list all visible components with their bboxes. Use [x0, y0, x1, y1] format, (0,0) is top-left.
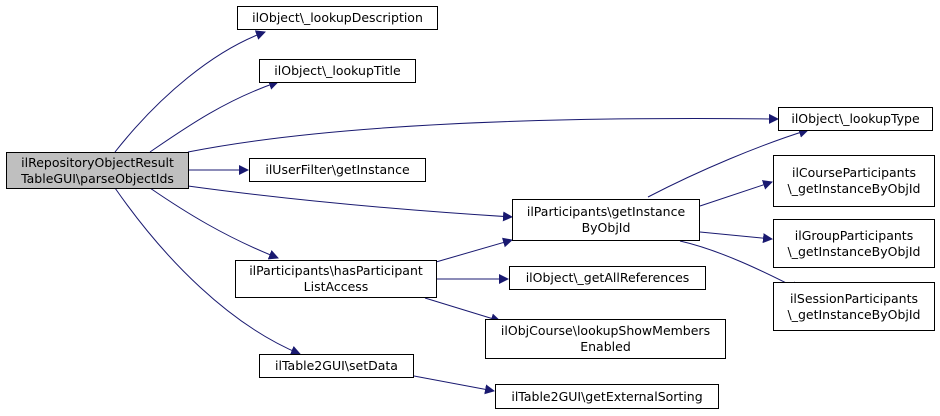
- node-get-all-references[interactable]: ilObject\_getAllReferences: [509, 266, 706, 290]
- node-label: ilCourseParticipants \_getInstanceByObjI…: [787, 165, 921, 196]
- node-label: ilParticipants\hasParticipant ListAccess: [249, 263, 423, 294]
- node-label: ilObject\_getAllReferences: [525, 270, 690, 285]
- edge-root-to-lookup-title: [149, 80, 279, 153]
- node-label: ilObject\_lookupDescription: [252, 10, 423, 25]
- node-label: ilObject\_lookupTitle: [274, 63, 401, 78]
- node-label: ilParticipants\getInstance ByObjId: [526, 204, 686, 235]
- node-label: ilGroupParticipants \_getInstanceByObjId: [787, 227, 921, 259]
- edge-participants-get-instance-to-group-participants: [699, 231, 773, 244]
- node-lookup-show-members-enabled[interactable]: ilObjCourse\lookupShowMembers Enabled: [485, 319, 726, 359]
- node-lookup-description[interactable]: ilObject\_lookupDescription: [237, 6, 438, 30]
- node-label: ilObjCourse\lookupShowMembers Enabled: [500, 323, 711, 354]
- node-group-participants-get-instance[interactable]: ilGroupParticipants \_getInstanceByObjId: [773, 219, 935, 268]
- node-label: ilTable2GUI\getExternalSorting: [511, 388, 703, 404]
- edge-set-data-to-get-external-sorting: [413, 375, 495, 395]
- node-user-filter-get-instance[interactable]: ilUserFilter\getInstance: [249, 158, 426, 182]
- edge-has-participant-list-access-to-lookup-show-members: [424, 297, 501, 324]
- node-lookup-title[interactable]: ilObject\_lookupTitle: [259, 59, 416, 83]
- node-has-participant-list-access[interactable]: ilParticipants\hasParticipant ListAccess: [235, 260, 437, 298]
- edge-root-to-has-participant-list-access: [149, 187, 279, 260]
- edge-root-to-set-data: [114, 187, 301, 356]
- node-course-participants-get-instance[interactable]: ilCourseParticipants \_getInstanceByObjI…: [773, 155, 935, 207]
- node-participants-get-instance-by-obj-id[interactable]: ilParticipants\getInstance ByObjId: [512, 199, 700, 241]
- node-root-parse-object-ids: ilRepositoryObjectResult TableGUI\parseO…: [6, 152, 189, 189]
- edge-participants-get-instance-to-lookup-type: [647, 127, 809, 198]
- node-get-external-sorting[interactable]: ilTable2GUI\getExternalSorting: [495, 384, 719, 409]
- node-label: ilUserFilter\getInstance: [265, 162, 410, 177]
- edge-participants-get-instance-to-course-participants: [699, 180, 773, 207]
- edge-root-to-lookup-description: [114, 30, 266, 153]
- node-label: ilRepositoryObjectResult TableGUI\parseO…: [21, 154, 174, 186]
- edge-has-participant-list-access-to-participants-get-instance: [435, 237, 513, 263]
- node-set-data[interactable]: ilTable2GUI\setData: [259, 354, 414, 378]
- node-lookup-type[interactable]: ilObject\_lookupType: [778, 107, 933, 131]
- node-session-participants-get-instance[interactable]: ilSessionParticipants \_getInstanceByObj…: [773, 282, 935, 331]
- node-label: ilSessionParticipants \_getInstanceByObj…: [787, 290, 921, 322]
- node-label: ilTable2GUI\setData: [275, 358, 398, 373]
- node-label: ilObject\_lookupType: [791, 111, 920, 126]
- edge-root-to-participants-get-instance: [187, 185, 513, 222]
- edge-root-to-lookup-type: [187, 113, 779, 153]
